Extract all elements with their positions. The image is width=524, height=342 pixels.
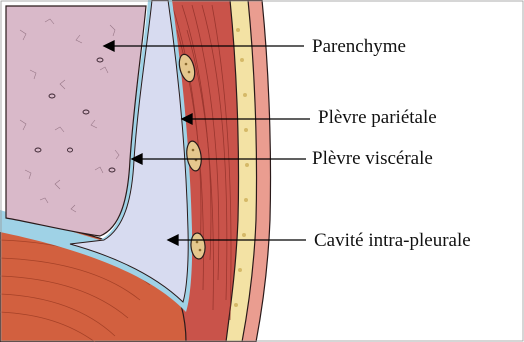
- label-parenchyme: Parenchyme: [312, 37, 406, 56]
- label-plevre-viscerale: Plèvre viscérale: [312, 149, 433, 168]
- label-plevre-parietale: Plèvre pariétale: [318, 108, 437, 127]
- label-cavite-intra-pleurale: Cavité intra-pleurale: [314, 231, 471, 250]
- lung-parenchyma: [6, 6, 146, 236]
